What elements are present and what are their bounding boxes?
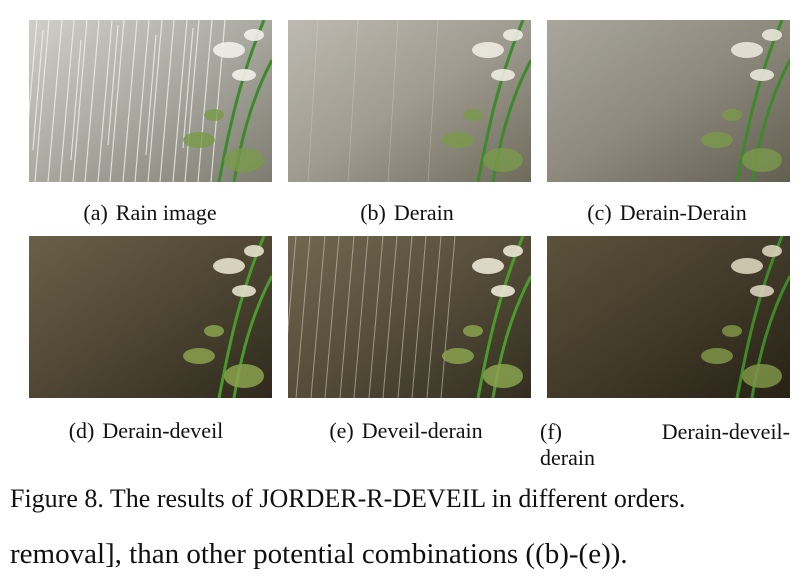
panel-e-caption: (e) Deveil-derain xyxy=(276,418,536,444)
panel-e-deveil-derain xyxy=(288,236,531,398)
panel-d-derain-deveil xyxy=(29,236,272,398)
panel-b-tag: (b) xyxy=(360,200,386,225)
panel-f-label-line1: Derain-deveil- xyxy=(661,419,790,444)
panel-f-derain-deveil-derain xyxy=(547,236,790,398)
panel-f-label-line2: derain xyxy=(540,445,595,470)
panel-b-caption: (b) Derain xyxy=(277,200,537,226)
body-text: removal], than other potential combinati… xyxy=(10,538,628,570)
panel-a-rain-image xyxy=(29,20,272,182)
panel-a-label: Rain image xyxy=(115,200,217,225)
panel-e-label: Deveil-derain xyxy=(361,418,483,443)
panel-c-derain-derain xyxy=(547,20,790,182)
panel-e-tag: (e) xyxy=(329,418,354,443)
panel-c-caption: (c) Derain-Derain xyxy=(537,200,797,226)
panel-c-label: Derain-Derain xyxy=(619,200,747,225)
figure-caption: Figure 8. The results of JORDER-R-DEVEIL… xyxy=(10,484,686,513)
panel-c-tag: (c) xyxy=(587,200,612,225)
panel-b-label: Derain xyxy=(393,200,454,225)
panel-f-tag: (f) xyxy=(540,419,562,444)
panel-f-caption: (f) Derain-deveil- derain xyxy=(540,419,790,471)
panel-d-label: Derain-deveil xyxy=(102,418,224,443)
panel-a-tag: (a) xyxy=(83,200,108,225)
panel-b-derain xyxy=(288,20,531,182)
panel-d-tag: (d) xyxy=(68,418,95,443)
panel-a-caption: (a) Rain image xyxy=(20,200,280,226)
panel-d-caption: (d) Derain-deveil xyxy=(16,418,276,444)
